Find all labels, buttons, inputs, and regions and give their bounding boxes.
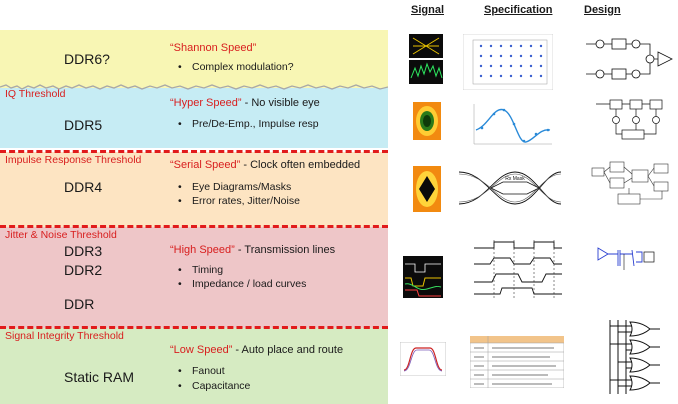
band-low-speed: [0, 328, 388, 404]
signal-timing-thumbnail: [403, 256, 443, 298]
speed-name: “Hyper Speed”: [170, 97, 242, 109]
speed-note: - Transmission lines: [234, 244, 336, 256]
speed-heading: “Low Speed” - Auto place and route: [170, 344, 343, 356]
bullet-item: •Timing: [178, 264, 224, 276]
column-header-design: Design: [584, 4, 621, 16]
threshold-label: Signal Integrity Threshold: [5, 330, 124, 342]
design-transmission-line-schematic: [594, 240, 658, 272]
threshold-label: Jitter & Noise Threshold: [5, 229, 117, 241]
spec-impulse-response-plot: [466, 100, 554, 150]
spec-eye-mask-diagram: Rx Mask: [455, 162, 565, 214]
design-iq-modulator-diagram: [584, 30, 676, 88]
design-equalizer-diagram: [592, 96, 672, 142]
iq-threshold-rough-edge: [0, 84, 388, 90]
spec-constellation-plot: [463, 34, 553, 90]
speed-heading: “Hyper Speed” - No visible eye: [170, 97, 320, 109]
signal-pulse-thumbnail: [400, 342, 446, 376]
spec-parameter-table: [470, 336, 564, 388]
bullet-item: •Fanout: [178, 365, 225, 377]
speed-name: “Serial Speed”: [170, 159, 241, 171]
speed-heading: “High Speed” - Transmission lines: [170, 244, 335, 256]
speed-name: “Shannon Speed”: [170, 42, 257, 54]
memory-label: DDR6?: [64, 51, 110, 67]
bullet-item: •Eye Diagrams/Masks: [178, 181, 292, 193]
spec-eye-mask-label: Rx Mask: [505, 176, 525, 182]
band-hyper-speed: [0, 88, 388, 148]
bullet-item: •Impedance / load curves: [178, 278, 307, 290]
signal-constellation-thumbnail: [409, 34, 443, 84]
memory-label: Static RAM: [64, 369, 135, 385]
speed-heading: “Serial Speed” - Clock often embedded: [170, 159, 360, 171]
signal-eye-thumbnail: [413, 102, 441, 140]
bullet-item: •Error rates, Jitter/Noise: [178, 195, 300, 207]
speed-note: - No visible eye: [241, 97, 320, 109]
memory-label: DDR3: [64, 243, 103, 259]
speed-name: “High Speed”: [170, 244, 235, 256]
speed-note: - Auto place and route: [232, 344, 344, 356]
speed-name: “Low Speed”: [170, 344, 233, 356]
memory-label: DDR5: [64, 117, 103, 133]
bullet-item: •Capacitance: [178, 380, 251, 392]
bullet-item: •Complex modulation?: [178, 61, 294, 73]
memory-label: DDR: [64, 296, 95, 312]
column-header-signal: Signal: [411, 4, 445, 16]
band-serial-speed: [0, 152, 388, 227]
bullet-item: •Pre/De-Emp., Impulse resp: [178, 118, 319, 130]
jitter-threshold-line: [0, 225, 388, 228]
memory-label: DDR2: [64, 262, 103, 278]
impulse-threshold-line: [0, 150, 388, 153]
column-header-specification: Specification: [484, 4, 553, 16]
speed-heading: “Shannon Speed”: [170, 42, 256, 54]
speed-note: - Clock often embedded: [240, 159, 361, 171]
signal-integrity-threshold-line: [0, 326, 388, 329]
signal-eye-mask-thumbnail: [413, 166, 441, 212]
band-shannon-speed: [0, 30, 388, 88]
spec-timing-diagram: [470, 238, 566, 304]
threshold-label: IQ Threshold: [5, 88, 66, 100]
design-logic-gates-diagram: [604, 316, 664, 398]
design-serdes-block-diagram: [588, 158, 676, 210]
band-high-speed: [0, 227, 388, 328]
memory-label: DDR4: [64, 179, 103, 195]
threshold-label: Impulse Response Threshold: [5, 154, 142, 166]
